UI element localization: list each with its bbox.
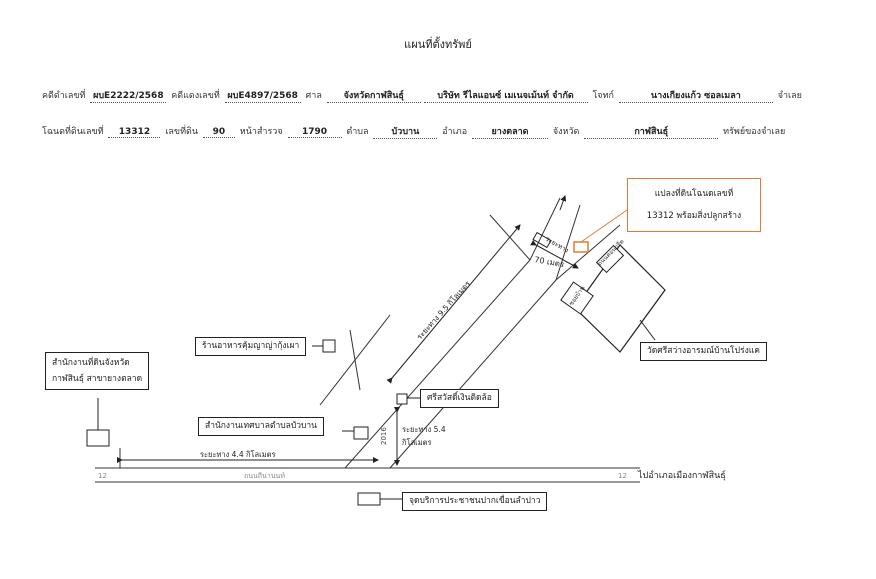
district-name: ยางตลาด xyxy=(472,124,549,139)
shrine-marker xyxy=(396,393,408,405)
red-number-label: คดีแดงเลขที่ xyxy=(171,91,220,101)
deed-label: โฉนดที่ดินเลขที่ xyxy=(42,127,104,137)
distance-70-text: 70 เมตร xyxy=(534,255,566,269)
case-number-label: คดีดำเลขที่ xyxy=(42,91,86,101)
highway-name: ถนนถีนานนท์ xyxy=(244,472,285,480)
to-city-label: ไปอำเภอเมืองกาฬสินธุ์ xyxy=(637,469,726,481)
owner-label: ทรัพย์ของจำเลย xyxy=(723,127,786,137)
shrine-label: ศรีสวัสดิ์เงินติดล้อ xyxy=(420,389,499,408)
district-label: อำเภอ xyxy=(442,127,468,137)
land-number: 90 xyxy=(202,127,235,138)
parcel-callout-line xyxy=(580,209,628,243)
distance-5-4-text-1: ระยะทาง 5.4 xyxy=(402,425,446,434)
land-office-label-2: กาฬสินธุ์ สาขายางตลาด xyxy=(52,374,143,385)
municipality-marker xyxy=(353,426,369,440)
road-number-12-right: 12 xyxy=(618,472,627,480)
temple-label: วัดศรีสว่างอารมณ์บ้านโปร่งแค xyxy=(640,342,767,361)
survey-label: หน้าสำรวจ xyxy=(239,127,283,137)
subdistrict-label: ตำบล xyxy=(346,127,369,137)
plaintiff-name: บริษัท รีไลแอนซ์ เมเนจเม้นท์ จำกัด xyxy=(423,88,588,103)
land-number-label: เลขที่ดิน xyxy=(165,127,199,137)
distance-5-4-text-2: กิโลเมตร xyxy=(402,438,432,447)
municipality-label: สำนักงานเทศบาลตำบลบัวบาน xyxy=(198,417,324,436)
road-number-2016: 2016 xyxy=(380,427,388,445)
soi-box xyxy=(560,281,594,315)
distance-arrow-9-5 xyxy=(386,224,521,384)
red-number: ผบE4897/2568 xyxy=(224,88,301,103)
land-office-label: สำนักงานที่ดินจังหวัด กาฬสินธุ์ สาขายางต… xyxy=(45,352,150,391)
subdistrict-name: บัวบาน xyxy=(373,124,438,139)
land-office-marker xyxy=(86,429,110,447)
distance-4-4-text: ระยะทาง 4.4 กิโลเมตร xyxy=(200,450,276,459)
province-name: กาฬสินธุ์ xyxy=(584,124,719,139)
parcel-callout-line2: 13312 พร้อมสิ่งปลูกสร้าง xyxy=(646,211,742,221)
court-name: จังหวัดกาฬสินธุ์ xyxy=(326,88,421,103)
side-road-2 xyxy=(349,329,361,391)
restaurant-marker xyxy=(322,339,336,353)
defendant-label: จำเลย xyxy=(777,91,802,101)
court-label: ศาล xyxy=(305,91,322,101)
parcel-marker xyxy=(573,241,589,253)
survey-number: 1790 xyxy=(287,127,342,138)
distance-9-5-text: ระยะทาง 9.5 กิโลเมตร xyxy=(415,279,472,341)
checkpoint-marker xyxy=(357,492,381,506)
province-label: จังหวัด xyxy=(552,127,580,137)
defendant-name: นางเกียงแก้ว ซอลเมลา xyxy=(618,88,773,103)
deed-number: 13312 xyxy=(108,127,161,138)
plaintiff-label: โจทก์ xyxy=(592,91,614,101)
page-title: แผนที่ตั้งทรัพย์ xyxy=(404,38,472,51)
distance-arrow-70 xyxy=(530,239,579,269)
restaurant-label: ร้านอาหารคุ้มญาญ่ากุ้งเผา xyxy=(195,337,307,356)
land-office-label-1: สำนักงานที่ดินจังหวัด xyxy=(52,358,130,368)
road-number-12-left: 12 xyxy=(98,472,107,480)
deed-info-line: โฉนดที่ดินเลขที่ 13312 เลขที่ดิน 90 หน้า… xyxy=(40,124,840,139)
case-number: ผบE2222/2568 xyxy=(90,88,167,103)
parcel-callout: แปลงที่ดินโฉนดเลขที่ 13312 พร้อมสิ่งปลูก… xyxy=(627,178,761,232)
main-highway xyxy=(95,467,640,483)
checkpoint-label: จุดบริการประชาชนปากเขื่อนลำปาว xyxy=(402,492,548,511)
case-info-line: คดีดำเลขที่ ผบE2222/2568 คดีแดงเลขที่ ผบ… xyxy=(40,88,840,103)
road-small-box xyxy=(595,244,625,274)
parcel-callout-line1: แปลงที่ดินโฉนดเลขที่ xyxy=(654,189,734,199)
